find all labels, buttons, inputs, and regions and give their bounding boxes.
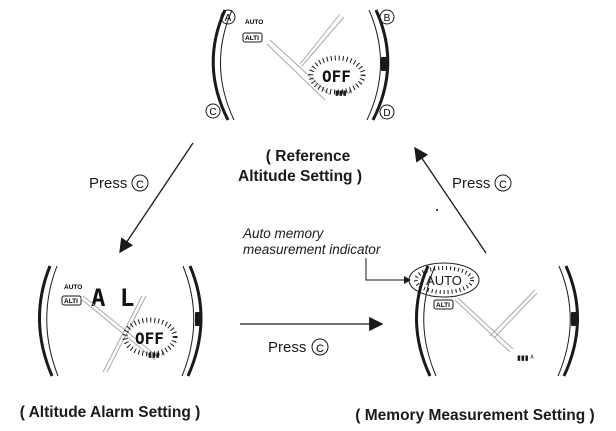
arrow-top-to-left — [119, 142, 194, 254]
lcd-burst — [308, 55, 366, 95]
lcd-value: OFF — [322, 67, 351, 86]
button-a-label: A — [220, 9, 236, 25]
arrow-right-to-top — [414, 146, 487, 254]
press-c-right-label: Press C — [452, 174, 512, 192]
top-title-line2: Altitude Setting ) — [238, 168, 362, 185]
callout-leader — [365, 258, 404, 281]
watch-right: AUTO ALTI ▮▮▮ ᴬ — [408, 262, 579, 377]
top-title-line1: ( Reference — [266, 148, 351, 165]
button-b-label: B — [379, 9, 395, 25]
press-label-left: Press — [89, 175, 127, 192]
right-title: ( Memory Measurement Setting ) — [355, 407, 594, 424]
svg-text:C: C — [316, 343, 324, 355]
button-c-label: C — [205, 103, 221, 119]
button-c-letter: C — [209, 107, 216, 118]
auto-label: AUTO — [64, 284, 82, 291]
press-label-right: Press — [452, 175, 490, 192]
lcd-top-text: A L — [91, 284, 134, 312]
button-d-label: D — [379, 104, 395, 120]
alti-label: ALTI — [64, 298, 78, 305]
press-label-bottom: Press — [268, 339, 306, 356]
button-b-letter: B — [384, 13, 391, 24]
auto-indicator-text: AUTO — [426, 273, 462, 288]
left-title: ( Altitude Alarm Setting ) — [20, 404, 201, 421]
callout-line1: Auto memory — [242, 226, 325, 241]
bar-icon: ▮▮▮ ᴬ — [335, 89, 353, 97]
callout-line2: measurement indicator — [243, 242, 381, 257]
alti-label: ALTI — [245, 35, 259, 42]
bar-icon: ▮▮▮ ᴬ — [517, 354, 535, 362]
alti-label: ALTI — [436, 302, 450, 309]
auto-label: AUTO — [245, 19, 263, 26]
button-a-letter: A — [225, 13, 232, 24]
watch-top: A B C D AUTO ALTI OFF ▮▮▮ ᴬ — [205, 9, 395, 121]
svg-text:C: C — [136, 179, 144, 191]
button-d-letter: D — [383, 108, 390, 119]
watch-left: AUTO ALTI A L OFF ▮▮▮ ᴬ — [38, 265, 203, 377]
lcd-value: OFF — [135, 329, 164, 348]
bar-icon: ▮▮▮ ᴬ — [148, 351, 166, 359]
lcd-burst — [122, 317, 178, 357]
press-c-left-label: Press C — [89, 174, 149, 192]
svg-text:C: C — [499, 179, 507, 191]
press-c-bottom-label: Press C — [268, 338, 329, 356]
